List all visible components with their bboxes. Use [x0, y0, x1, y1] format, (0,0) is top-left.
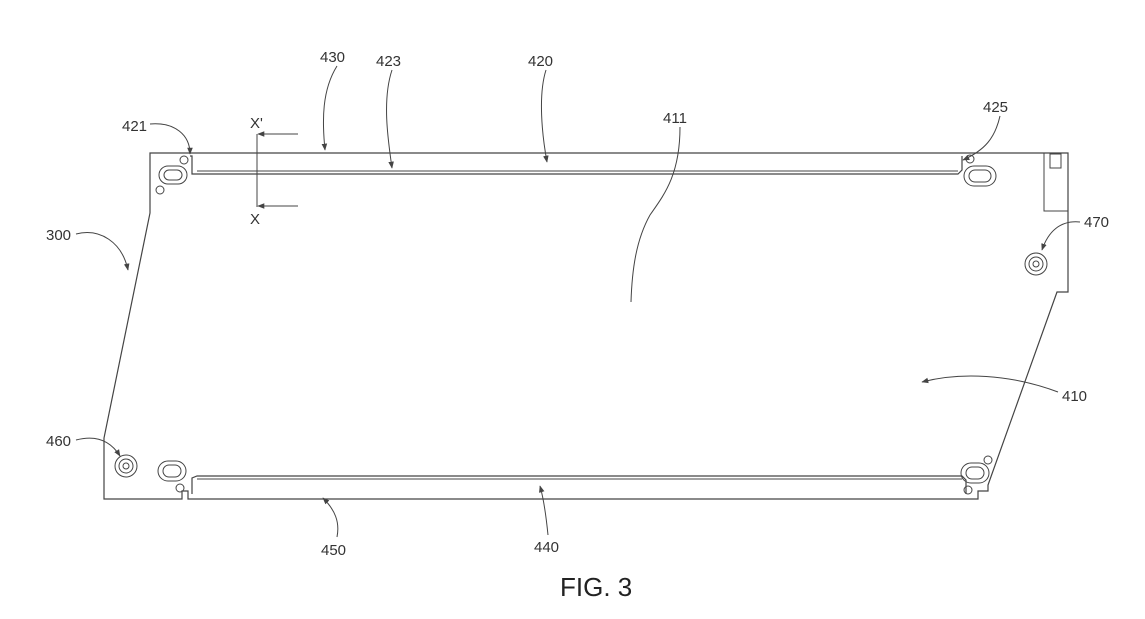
label-300: 300 — [46, 227, 71, 244]
label-423: 423 — [376, 53, 401, 70]
leader-460 — [76, 438, 120, 456]
label-470: 470 — [1084, 214, 1109, 231]
label-430: 430 — [320, 49, 345, 66]
leader-440 — [540, 486, 548, 535]
fastener-460 — [115, 455, 137, 477]
figure-caption: FIG. 3 — [560, 572, 632, 602]
leader-421 — [150, 124, 190, 154]
hole-group-top-right — [964, 155, 996, 186]
label-450: 450 — [321, 542, 346, 559]
leader-420 — [541, 70, 547, 162]
hole-group-bottom-left — [158, 461, 186, 492]
label-x-prime: X' — [250, 115, 263, 132]
panel-outline — [104, 153, 1068, 499]
label-411: 411 — [663, 110, 687, 127]
label-460: 460 — [46, 433, 71, 450]
leader-300 — [76, 233, 128, 270]
corner-notch — [1050, 154, 1061, 168]
corner-notch-step — [1044, 153, 1068, 211]
leader-410 — [922, 376, 1058, 392]
label-425: 425 — [983, 99, 1008, 116]
label-410: 410 — [1062, 388, 1087, 405]
leader-430 — [323, 66, 337, 150]
fastener-470 — [1025, 253, 1047, 275]
label-x: X — [250, 211, 260, 228]
label-420: 420 — [528, 53, 553, 70]
leader-450 — [323, 498, 338, 537]
label-421: 421 — [122, 118, 147, 135]
hole-group-top-left — [156, 156, 188, 194]
leader-470 — [1042, 222, 1080, 250]
label-440: 440 — [534, 539, 559, 556]
